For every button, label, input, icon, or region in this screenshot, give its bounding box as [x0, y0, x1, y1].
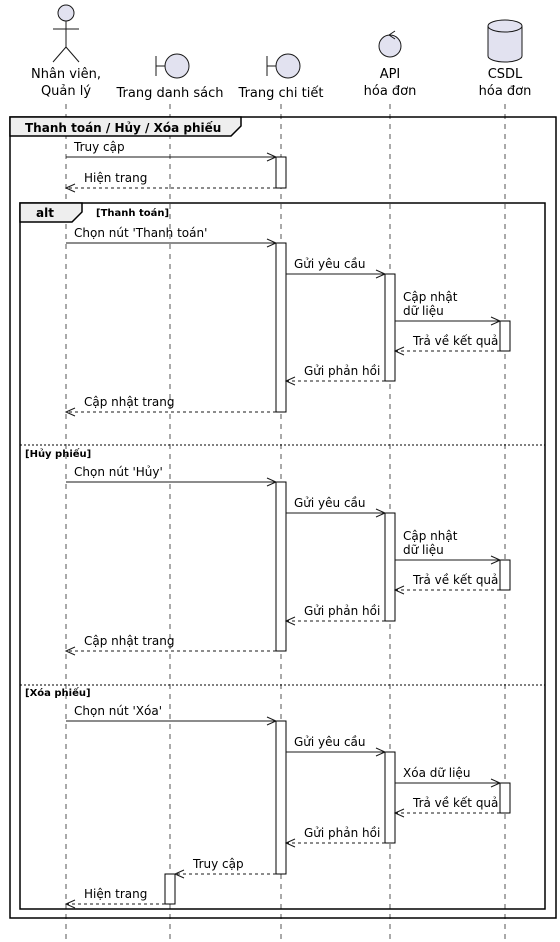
arrow-head [393, 808, 405, 818]
arrow-head [64, 646, 76, 656]
arrow-head [490, 555, 502, 565]
message-label: Chọn nút 'Hủy' [74, 465, 163, 479]
message-label: dữ liệu [403, 543, 444, 557]
message-label: Xóa dữ liệu [403, 766, 470, 780]
arrow-head [490, 316, 502, 326]
message-label: Chọn nút 'Thanh toán' [74, 226, 207, 240]
arrow-head [266, 238, 278, 248]
message-label: Chọn nút 'Xóa' [74, 704, 162, 718]
boundary-icon [266, 53, 301, 79]
message-label: Cập nhật trang [84, 634, 174, 648]
message-label: Hiện trang [84, 887, 147, 901]
message-label: Truy cập [73, 140, 125, 154]
participant-icons [52, 4, 523, 79]
message-label: Trả về kết quả [412, 796, 498, 810]
group-tab [9, 116, 242, 137]
message-label: Cập nhật [403, 529, 458, 543]
activation-p3 [275, 720, 287, 875]
participant-label-p4: hóa đơn [364, 84, 417, 99]
arrow-head [173, 869, 185, 879]
activation-p5 [499, 782, 511, 814]
message-label: Gửi yêu cầu [294, 257, 366, 271]
participant-label-p2: Trang danh sách [116, 86, 224, 101]
boundary-icon [155, 53, 190, 79]
message-label: Truy cập [192, 857, 244, 871]
arrow-head [64, 407, 76, 417]
message-label: Gửi phản hồi [304, 364, 380, 378]
arrow-head [284, 376, 296, 386]
group-label: Thanh toán / Hủy / Xóa phiếu [25, 121, 221, 135]
arrow-head [284, 838, 296, 848]
arrow-head [64, 899, 76, 909]
activation-p3 [275, 242, 287, 413]
message-label: Cập nhật trang [84, 395, 174, 409]
alt-tab [19, 202, 83, 223]
alt-guard: [Xóa phiếu] [25, 686, 91, 699]
arrow-head [266, 716, 278, 726]
activation-p5 [499, 320, 511, 352]
participant-label-p5: CSDL [488, 67, 523, 82]
participant-label-p5: hóa đơn [479, 84, 532, 99]
arrow-head [266, 477, 278, 487]
activation-p4 [384, 751, 396, 844]
message-label: Trả về kết quả [412, 334, 498, 348]
message-label: dữ liệu [403, 304, 444, 318]
activation-p3 [275, 156, 287, 189]
message-label: Gửi yêu cầu [294, 735, 366, 749]
arrow-head [266, 152, 278, 162]
arrow-head [375, 269, 387, 279]
arrow-head [490, 778, 502, 788]
participant-label-p3: Trang chi tiết [238, 86, 324, 101]
activation-p4 [384, 512, 396, 622]
alt-guard: [Thanh toán] [96, 207, 169, 219]
database-icon [487, 19, 523, 63]
arrow-head [64, 183, 76, 193]
activation-p2 [164, 873, 176, 905]
actor-icon [52, 4, 80, 63]
arrow-head [393, 346, 405, 356]
group-frame [9, 116, 557, 919]
arrow-head [284, 616, 296, 626]
alt-frame [19, 202, 546, 910]
arrow-head [375, 508, 387, 518]
activation-p4 [384, 273, 396, 382]
alt-keyword: alt [36, 206, 54, 220]
participant-label-p4: API [380, 67, 401, 82]
message-label: Gửi phản hồi [304, 826, 380, 840]
message-label: Gửi yêu cầu [294, 496, 366, 510]
arrow-head [393, 585, 405, 595]
message-label: Hiện trang [84, 171, 147, 185]
activation-p3 [275, 481, 287, 652]
participant-label-p1: Nhân viên, [31, 67, 101, 82]
message-label: Cập nhật [403, 290, 458, 304]
alt-guard: [Hủy phiếu] [25, 447, 91, 460]
activation-p5 [499, 559, 511, 591]
control-icon [378, 30, 402, 58]
message-label: Trả về kết quả [412, 573, 498, 587]
arrow-head [375, 747, 387, 757]
message-label: Gửi phản hồi [304, 604, 380, 618]
participant-label-p1: Quản lý [41, 84, 91, 99]
